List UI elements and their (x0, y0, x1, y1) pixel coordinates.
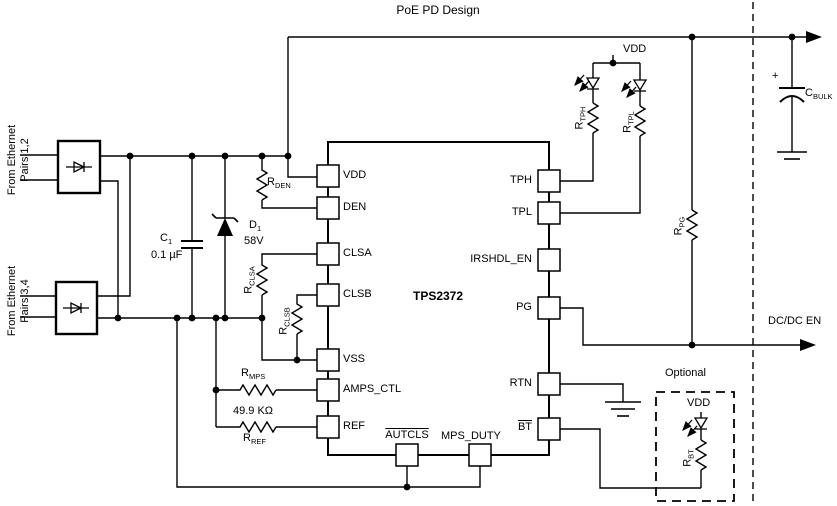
rref-value-label: 49.9 KΩ (233, 405, 274, 417)
pin-box-pg (537, 296, 561, 320)
led-bt-icon (682, 417, 709, 437)
bridge-rectifier-1 (56, 139, 102, 195)
pin-label-mps-duty: MPS_DUTY (441, 430, 501, 442)
wire-bridge2-inputs (20, 295, 56, 318)
resistor-rclsb (290, 294, 317, 360)
wire-vdd-led-node (593, 55, 640, 64)
led-tph-icon (574, 74, 601, 92)
wire-rtn-gnd (560, 383, 624, 402)
resistor-rref (216, 420, 317, 434)
pin-box-irshdl-en (537, 248, 561, 272)
pin-label-tpl: TPL (511, 206, 532, 218)
cbulk-plus-label: + (772, 70, 779, 82)
pin-box-rtn (537, 372, 561, 396)
c1-value-label: 0.1 µF (151, 249, 183, 261)
wire-bt (560, 428, 701, 489)
pin-box-den (316, 196, 340, 220)
pin-label-den: DEN (343, 201, 367, 213)
junction-dots (114, 33, 796, 491)
rtpl-squiggle (633, 105, 647, 137)
rtpl-label: RTPL (621, 111, 636, 133)
pin-label-pg: PG (516, 301, 532, 313)
rtph-label: RTPH (573, 106, 588, 130)
rbt-squiggle (694, 439, 708, 471)
led-tpl-icon (621, 79, 648, 98)
pin-box-ref (316, 415, 340, 439)
dcdc-en-arrow (800, 339, 816, 351)
cbulk-ref-label: CBULK (805, 87, 833, 102)
pin-label-ref: REF (343, 420, 365, 432)
chip-outline (327, 141, 550, 456)
pin-label-vss: VSS (343, 353, 366, 365)
tpl-wire (560, 63, 641, 214)
d1-ref-label: D1 (249, 219, 262, 234)
page-title: PoE PD Design (396, 3, 480, 17)
wire-bridge1-neg (100, 180, 119, 318)
optional-box (655, 391, 735, 502)
bridge-rectifier-2 (54, 280, 99, 336)
resistor-rmps (216, 383, 317, 397)
ground-rtn (605, 401, 641, 417)
pin-box-bt (537, 417, 561, 441)
pin-box-mps-duty (468, 443, 492, 467)
resistor-rden (255, 156, 317, 209)
rref-label: RREF (243, 432, 266, 447)
pin-label-rtn: RTN (509, 377, 532, 389)
capacitor-c1-icon (181, 240, 203, 249)
wire-autcls-mpsduty (176, 318, 481, 488)
wire-bridge1-inputs (20, 154, 58, 181)
ground-cbulk (777, 151, 807, 160)
pin-label-amps-ctl: AMPS_CTL (343, 383, 402, 395)
pin-boxes (316, 164, 561, 467)
rmps-label: RMPS (241, 367, 266, 382)
rpg-squiggle (685, 209, 699, 241)
pin-box-clsb (316, 283, 340, 307)
pin-label-irshdl-en: IRSHDL_EN (470, 253, 532, 265)
pin-box-amps-ctl (316, 378, 340, 402)
pin-label-vdd: VDD (343, 169, 367, 181)
d1-value-label: 58V (244, 235, 264, 247)
optional-label: Optional (665, 367, 706, 379)
pin-label-autcls: AUTCLS (385, 429, 429, 441)
dcdc-en-net-label: DC/DC EN (768, 315, 822, 327)
pin-box-vdd (316, 164, 340, 188)
vdd-optional-net-label: VDD (687, 397, 711, 409)
rclsa-label: RCLSA (242, 266, 257, 294)
pin-label-tph: TPH (510, 174, 532, 186)
pin-box-vss (316, 348, 340, 372)
pin-label-bt: BT (517, 421, 532, 433)
chip-name-label: TPS2372 (413, 289, 464, 303)
pin-box-clsa (316, 242, 340, 266)
pin-label-clsb: CLSB (343, 288, 372, 300)
rclsb-label: RCLSB (277, 307, 292, 335)
rbt-label: RBT (681, 449, 696, 467)
output-arrow (806, 31, 822, 43)
rden-label: RDEN (267, 176, 291, 191)
pin-label-clsa: CLSA (343, 247, 372, 259)
pin-box-tph (537, 169, 561, 193)
rpg-label: RPG (672, 216, 687, 236)
c1-ref-label: C1 (160, 232, 173, 247)
wire-bridge2-pos (97, 156, 131, 297)
rtph-squiggle (586, 102, 600, 134)
tph-wire (560, 63, 594, 182)
zener-d1-icon (211, 213, 239, 236)
wire-pg-dcdc (560, 307, 800, 346)
wire-vdd-pin (287, 37, 317, 178)
pin-box-autcls (395, 443, 419, 467)
resistor-rclsa (255, 253, 317, 318)
capacitor-cbulk-icon (779, 87, 805, 103)
pin-box-tpl (537, 201, 561, 225)
vdd-led-net-label: VDD (623, 43, 647, 55)
